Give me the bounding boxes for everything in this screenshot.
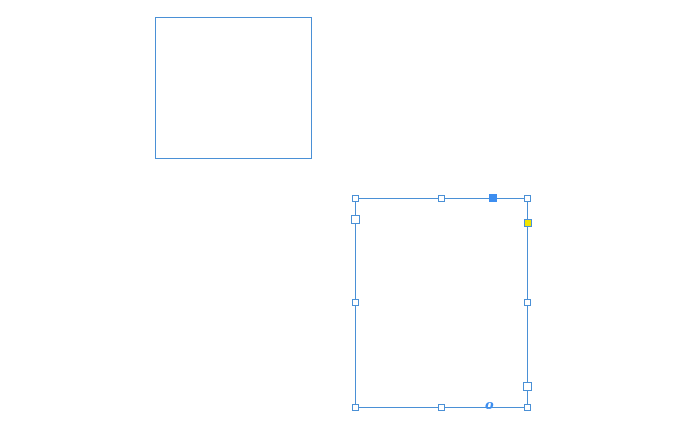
resize-handle-bottom-left[interactable]: [352, 404, 359, 411]
content-grabber-icon[interactable]: [489, 194, 497, 202]
text-in-port-icon[interactable]: [351, 215, 360, 224]
resize-handle-bottom-center[interactable]: [438, 404, 445, 411]
resize-handle-top-center[interactable]: [438, 195, 445, 202]
resize-handle-top-left[interactable]: [352, 195, 359, 202]
text-frame-unselected[interactable]: [155, 17, 312, 159]
text-out-port-icon[interactable]: [523, 382, 532, 391]
text-frame-selected[interactable]: [355, 198, 528, 408]
resize-handle-middle-right[interactable]: [524, 299, 531, 306]
resize-handle-top-right[interactable]: [524, 195, 531, 202]
resize-handle-bottom-right[interactable]: [524, 404, 531, 411]
overflow-out-port-icon[interactable]: o: [485, 398, 494, 413]
live-corner-handle-icon[interactable]: [524, 219, 532, 227]
resize-handle-middle-left[interactable]: [352, 299, 359, 306]
